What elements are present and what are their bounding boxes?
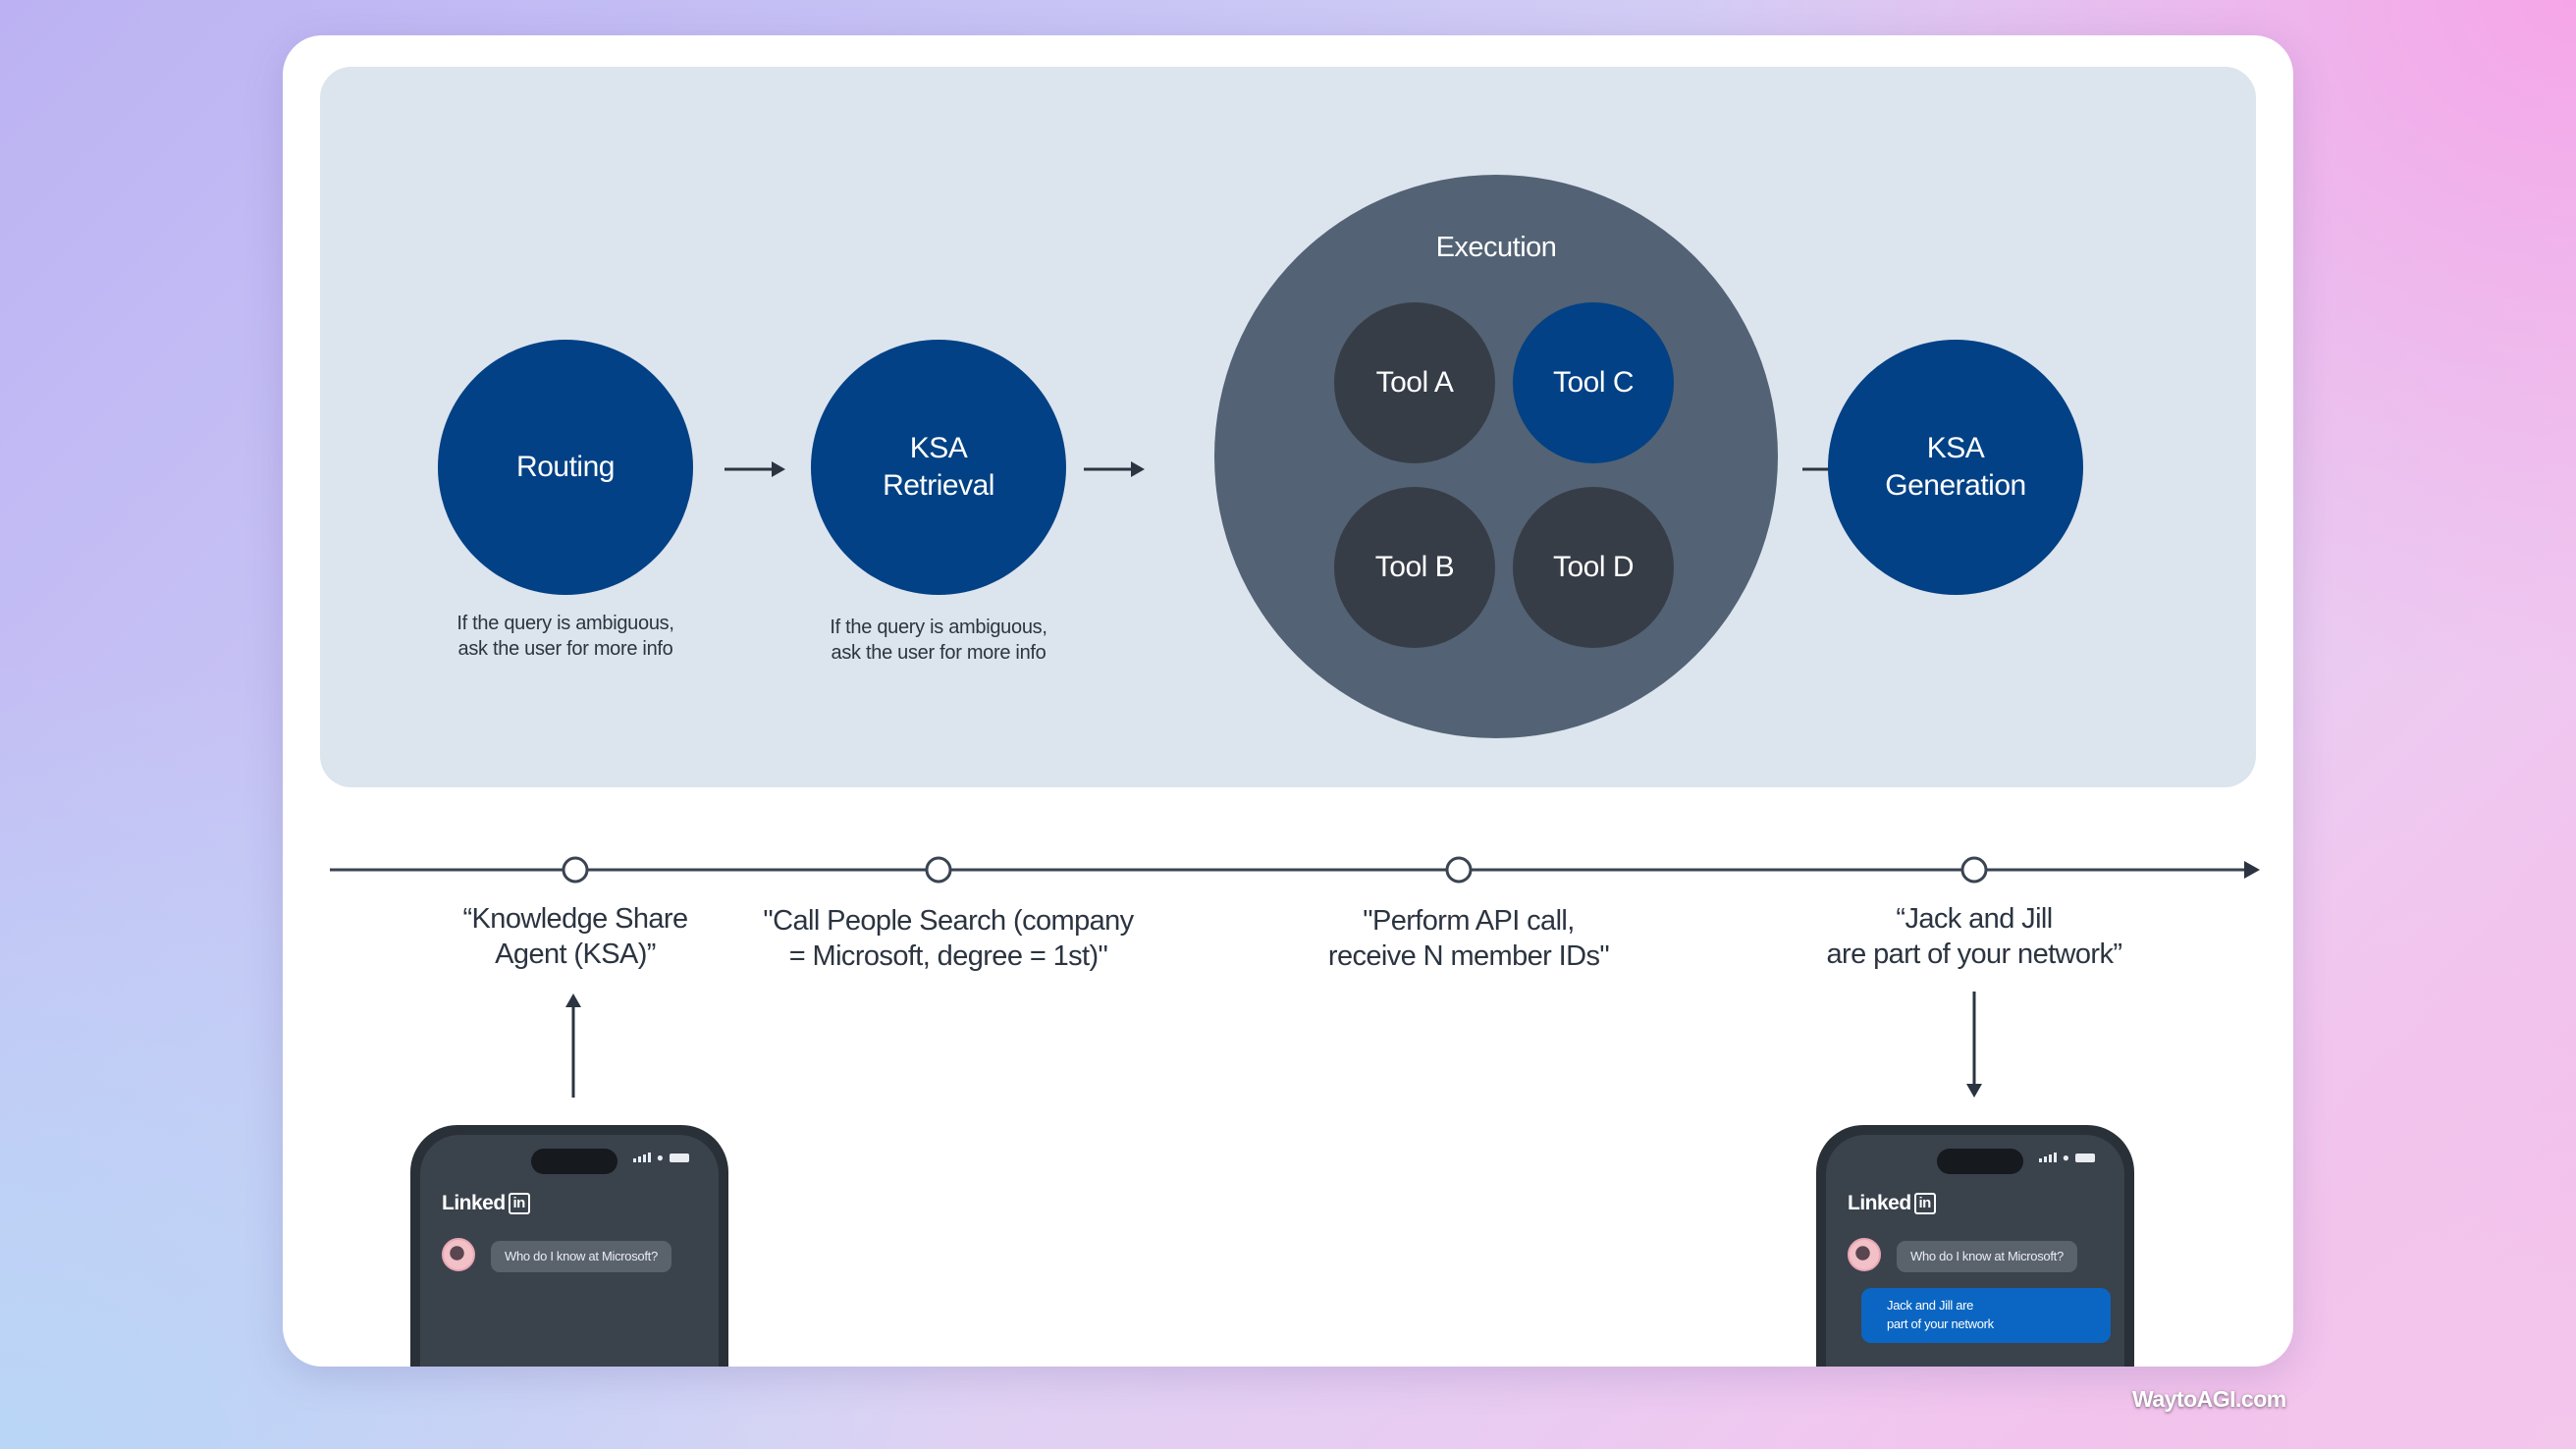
timeline-step-1: “Knowledge Share Agent (KSA)” [462, 903, 689, 970]
pipeline-panel: Routing If the query is ambiguous, ask t… [320, 67, 2256, 787]
tool-a-label: Tool A [1375, 366, 1454, 399]
signal-icon [632, 1153, 651, 1162]
phone-left: ● Linked in Who do I know at Microsoft? [410, 1125, 728, 1367]
tool-b-label: Tool B [1374, 551, 1455, 583]
tool-c-node: Tool C [1513, 302, 1674, 463]
tool-a-node: Tool A [1334, 302, 1495, 463]
linkedin-in-badge: in [1913, 1193, 1936, 1214]
linkedin-logo: Linked in [1848, 1192, 1936, 1215]
phone-left-screen: ● Linked in Who do I know at Microsoft? [420, 1135, 719, 1367]
answer-bubble: Jack and Jill are part of your network [1861, 1288, 2111, 1343]
timeline-dot-2 [925, 856, 952, 884]
generation-node: KSA Generation [1828, 340, 2083, 595]
timeline-step-3: "Perform API call, receive N member IDs" [1327, 905, 1610, 972]
routing-caption: If the query is ambiguous, ask the user … [456, 613, 674, 660]
wifi-icon: ● [2062, 1151, 2069, 1164]
query-bubble: Who do I know at Microsoft? [491, 1241, 671, 1272]
linkedin-wordmark: Linked [1848, 1192, 1911, 1214]
phone-right-screen: ● Linked in Who do I know at Microsoft? … [1826, 1135, 2124, 1367]
timeline-arrowhead [2244, 861, 2260, 879]
execution-label: Execution [1435, 232, 1557, 263]
status-bar-icons: ● [2038, 1151, 2095, 1164]
signal-icon [2038, 1153, 2057, 1162]
timeline-dot-4 [1960, 856, 1988, 884]
linkedin-wordmark: Linked [442, 1192, 506, 1214]
linkedin-in-badge: in [508, 1193, 530, 1214]
user-avatar [1848, 1238, 1881, 1271]
query-bubble: Who do I know at Microsoft? [1897, 1241, 2077, 1272]
routing-node: Routing [438, 340, 693, 595]
tool-c-label: Tool C [1552, 366, 1635, 399]
retrieval-caption: If the query is ambiguous, ask the user … [830, 617, 1047, 664]
timeline-step-2: "Call People Search (company = Microsoft… [763, 905, 1134, 972]
timeline-step-4: “Jack and Jill are part of your network” [1826, 903, 2123, 970]
execution-node: Execution Tool A Tool C Tool B Tool D [1214, 175, 1778, 738]
tool-d-node: Tool D [1513, 487, 1674, 648]
wifi-icon: ● [656, 1151, 664, 1164]
generation-label: KSA Generation [1885, 432, 2026, 502]
battery-icon [2075, 1153, 2095, 1162]
dynamic-island [1937, 1149, 2023, 1174]
retrieval-label: KSA Retrieval [883, 432, 994, 502]
linkedin-logo: Linked in [442, 1192, 530, 1215]
routing-label: Routing [516, 451, 615, 483]
phone-right: ● Linked in Who do I know at Microsoft? … [1816, 1125, 2134, 1367]
tool-b-node: Tool B [1334, 487, 1495, 648]
user-avatar [442, 1238, 475, 1271]
dynamic-island [531, 1149, 617, 1174]
tool-d-label: Tool D [1552, 551, 1635, 583]
status-bar-icons: ● [632, 1151, 689, 1164]
battery-icon [670, 1153, 689, 1162]
arrow-routing-to-retrieval [724, 461, 785, 477]
watermark: WaytoAGI.com [2132, 1386, 2286, 1412]
arrow-retrieval-to-execution [1084, 461, 1145, 477]
diagram-card: Routing If the query is ambiguous, ask t… [283, 35, 2293, 1367]
timeline-dot-1 [562, 856, 589, 884]
retrieval-node: KSA Retrieval [811, 340, 1066, 595]
timeline-dot-3 [1445, 856, 1473, 884]
